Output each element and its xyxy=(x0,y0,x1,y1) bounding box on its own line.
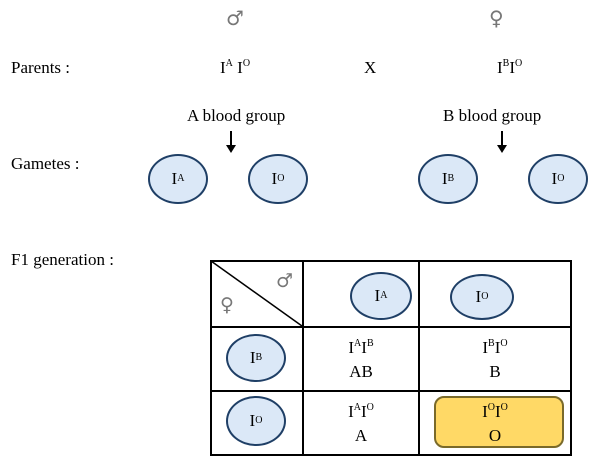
corner-diagonal xyxy=(210,260,303,327)
parents-label: Parents : xyxy=(11,58,71,77)
grid-row-line-1 xyxy=(210,326,572,328)
cell-phenotype-ab: AB xyxy=(349,362,373,381)
cell-genotype-oo: IOIO O xyxy=(420,400,570,448)
cell-phenotype-b: B xyxy=(489,362,501,381)
cell-phenotype-a: A xyxy=(354,426,368,445)
corner-female-icon: ♀ xyxy=(220,294,234,316)
grid-col-line-1 xyxy=(302,260,304,456)
f1-generation-label: F1 generation : xyxy=(11,250,114,269)
gametes-label: Gametes : xyxy=(11,154,80,173)
corner-male-icon: ♂ xyxy=(276,270,294,292)
grid-col-line-2 xyxy=(418,260,420,456)
parent1-blood-group: A blood group xyxy=(187,106,286,125)
grid-row-line-2 xyxy=(210,390,572,392)
parent1-genotype: IA IO xyxy=(220,58,251,77)
cross-symbol: X xyxy=(364,58,377,77)
parent2-blood-group: B blood group xyxy=(443,106,542,125)
cell-genotype-ao: IAIO A xyxy=(304,400,418,448)
parent2-genotype: IBIO xyxy=(497,58,523,77)
parent1-down-arrow-icon xyxy=(226,131,236,153)
cell-genotype-bo: IBIO B xyxy=(420,336,570,384)
cell-phenotype-o: O xyxy=(488,426,502,445)
male-symbol-icon: ♂ xyxy=(226,6,244,30)
highlighted-oo-cell xyxy=(434,396,564,448)
cell-genotype-ab: IAIB AB xyxy=(304,336,418,384)
grid-border-bottom xyxy=(210,454,572,456)
grid-border-top xyxy=(210,260,572,262)
grid-border-right xyxy=(570,260,572,456)
grid-border-left xyxy=(210,260,212,456)
parent2-down-arrow-icon xyxy=(497,131,507,153)
female-symbol-icon: ♀ xyxy=(489,6,504,30)
